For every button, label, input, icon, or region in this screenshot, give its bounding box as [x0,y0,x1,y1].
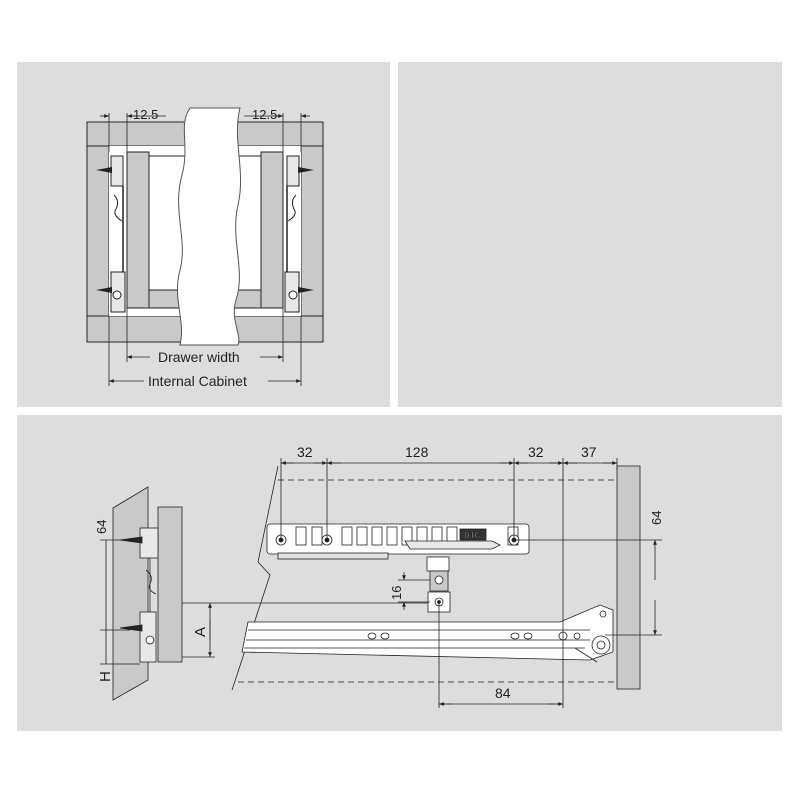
left-slide [110,155,126,313]
label-A: A [192,627,209,637]
left-64-dimension: 64 [94,520,109,534]
label-H: H [97,671,114,682]
drawer-cutaway [177,107,242,346]
side-view: 64 H A [94,444,664,708]
dim-84: 84 [495,685,511,701]
drawer-width-label: Drawer width [158,349,240,365]
right-64-dimension: 64 [649,511,664,525]
cabinet-wall [112,486,149,701]
dim-16: 16 [389,586,404,600]
dim-37: 37 [581,444,597,460]
top-dimension-chain [280,458,618,708]
empty-panel [398,62,782,407]
cabinet-back [616,465,641,690]
left-hardware [119,527,159,663]
dim-32-right: 32 [528,444,544,460]
front-view: 12.5 12.5 Drawer width Internal Cabinet [86,107,324,389]
runner-slide [241,604,614,663]
internal-cabinet-label: Internal Cabinet [148,373,247,389]
drawer-side-outline [231,465,279,691]
dim-128: 128 [405,444,429,460]
drawer-front [157,506,183,663]
right-gap-dimension: 12.5 [252,107,277,122]
brand-label: DTC [464,531,481,540]
dim-32-left: 32 [297,444,313,460]
left-gap-dimension: 12.5 [133,107,158,122]
drawer-right-side [260,151,284,309]
drawer-left-side [126,151,150,309]
screw-icon [96,167,314,293]
